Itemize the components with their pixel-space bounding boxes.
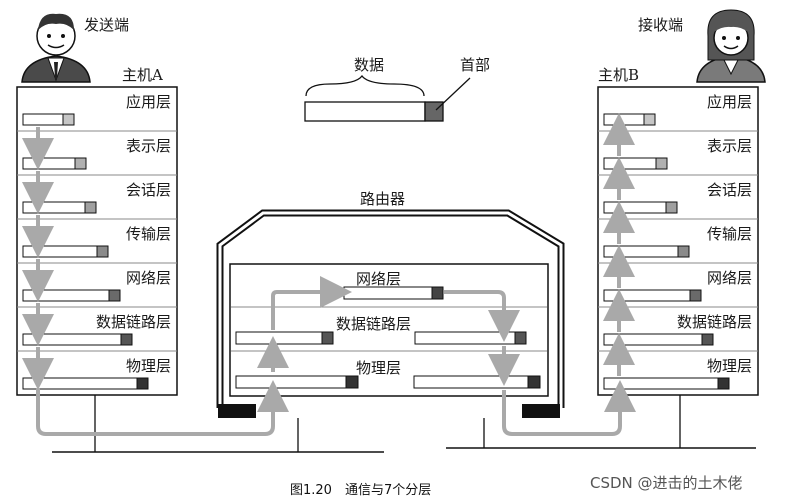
host-b-packet-application: [603, 113, 645, 126]
host-a-header-datalink: [120, 333, 133, 346]
router-packet-datalink-in: [235, 331, 323, 345]
host-b-layer-physical: 物理层: [707, 357, 752, 375]
router-packet-datalink-out: [414, 331, 516, 345]
host-a-layer-presentation: 表示层: [126, 137, 171, 155]
header-pointer: [435, 77, 471, 111]
legend-packet-header: [424, 101, 444, 122]
host-b-layer-datalink: 数据链路层: [677, 313, 752, 331]
host-b-packet-transport: [603, 245, 679, 258]
router-flow-up-2: [271, 276, 352, 330]
host-a-packet-application: [22, 113, 64, 126]
host-b-header-datalink: [701, 333, 714, 346]
host-a-packet-network: [22, 289, 110, 302]
host-b-layer-network: 网络层: [707, 269, 752, 287]
header-label: 首部: [460, 56, 490, 74]
host-a-header-physical: [136, 377, 149, 390]
host-b-packet-session: [603, 201, 667, 214]
host-a-header-application: [62, 113, 75, 126]
host-b-packet-physical: [603, 377, 719, 390]
host-a-header-network: [108, 289, 121, 302]
router-port-right: [522, 404, 560, 418]
host-b-layer-application: 应用层: [707, 93, 752, 111]
host-b-header-presentation: [655, 157, 668, 170]
router-label: 路由器: [360, 190, 405, 208]
host-a-header-transport: [96, 245, 109, 258]
wire-flow-a-to-router: [36, 380, 289, 436]
router-layer-physical: 物理层: [356, 359, 401, 377]
host-b-header-transport: [677, 245, 690, 258]
host-b-packet-presentation: [603, 157, 657, 170]
host-b-header-network: [689, 289, 702, 302]
host-a-packet-presentation: [22, 157, 76, 170]
host-b-layer-transport: 传输层: [707, 225, 752, 243]
sender-person-icon: [21, 13, 91, 83]
host-a-header-session: [84, 201, 97, 214]
host-b-layer-session: 会话层: [707, 181, 752, 199]
host-a-layer-datalink: 数据链路层: [96, 313, 171, 331]
host-a-packet-datalink: [22, 333, 122, 346]
host-b-layer-presentation: 表示层: [707, 137, 752, 155]
host-b-packet-network: [603, 289, 691, 302]
watermark: CSDN @进击的土木佬: [590, 474, 743, 492]
host-a-layer-application: 应用层: [126, 93, 171, 111]
host-a-layer-transport: 传输层: [126, 225, 171, 243]
host-a-layer-physical: 物理层: [126, 357, 171, 375]
data-label: 数据: [354, 56, 384, 74]
host-a-packet-physical: [22, 377, 138, 390]
router-packet-physical-in: [235, 375, 347, 389]
router-port-left: [218, 404, 256, 418]
router-packet-physical-out: [413, 375, 529, 389]
figure-caption: 图1.20 通信与7个分层: [290, 483, 431, 498]
receiver-label: 接收端: [638, 16, 683, 34]
host-b-header-application: [643, 113, 656, 126]
host-a-packet-transport: [22, 245, 98, 258]
host-a-packet-session: [22, 201, 86, 214]
host-a-header-presentation: [74, 157, 87, 170]
wire-flow-router-to-b: [502, 380, 636, 436]
host-a-label: 主机A: [122, 66, 163, 84]
legend-packet-data: [304, 101, 426, 122]
router-layer-datalink: 数据链路层: [336, 315, 411, 333]
router-flow-down-1: [444, 290, 520, 342]
host-a-layer-network: 网络层: [126, 269, 171, 287]
receiver-person-icon: [696, 9, 766, 83]
host-b-packet-datalink: [603, 333, 703, 346]
host-b-header-session: [665, 201, 678, 214]
host-b-header-physical: [717, 377, 730, 390]
host-a-layer-session: 会话层: [126, 181, 171, 199]
sender-label: 发送端: [84, 16, 129, 34]
router-layer-network: 网络层: [356, 270, 401, 288]
host-b-label: 主机B: [598, 66, 639, 84]
router-packet-network: [343, 286, 433, 300]
data-brace: [305, 74, 425, 97]
